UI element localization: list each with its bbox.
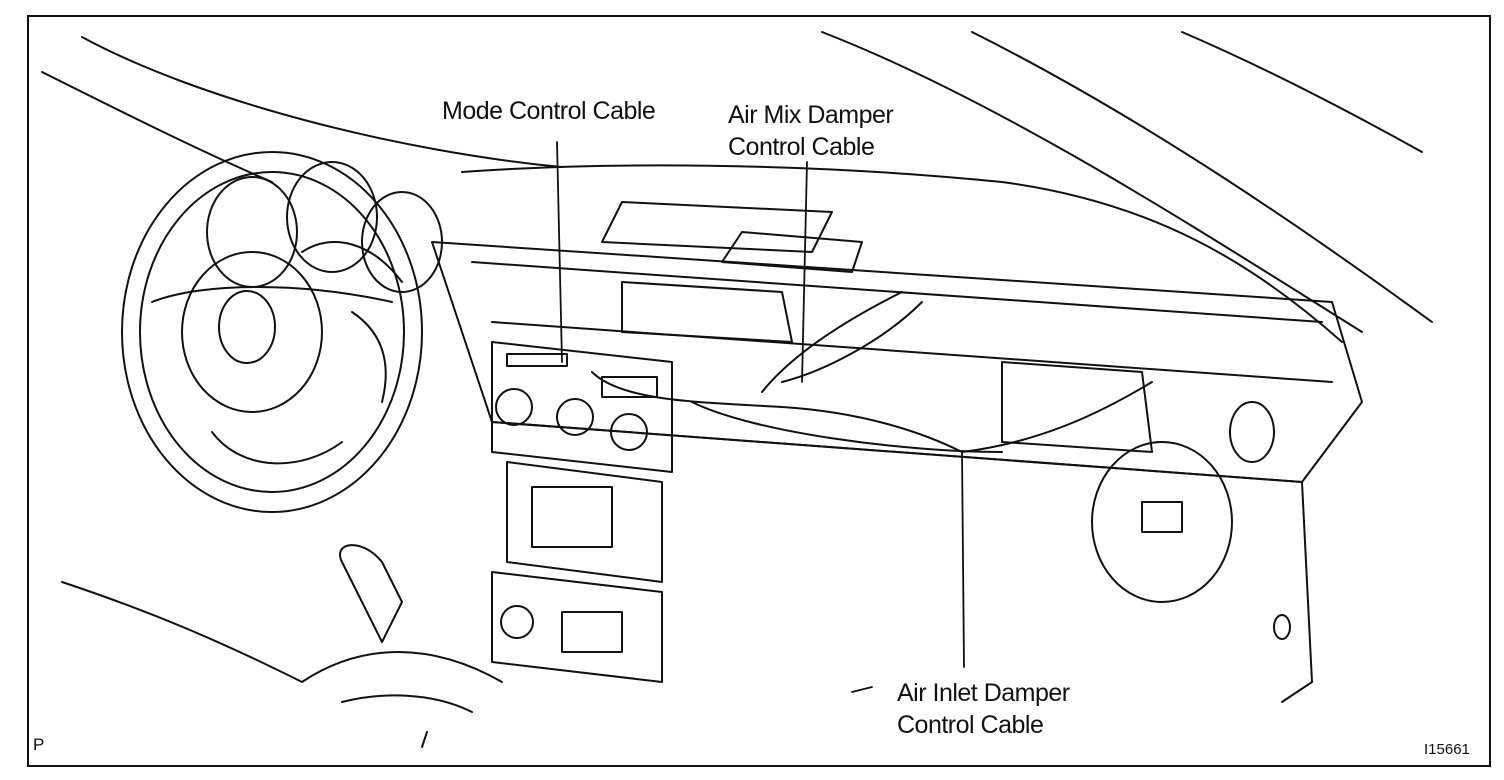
audio-unit bbox=[491, 461, 663, 683]
windshield-lines bbox=[41, 31, 1433, 343]
air-mix-damper-callout: Air Mix Damper Control Cable bbox=[728, 99, 894, 163]
air-mix-damper-line2: Control Cable bbox=[728, 133, 875, 161]
leader-lines bbox=[556, 141, 965, 693]
air-inlet-damper-line2: Control Cable bbox=[897, 711, 1044, 739]
air-inlet-damper-line1: Air Inlet Damper bbox=[897, 679, 1070, 707]
gauge-cluster bbox=[206, 161, 443, 293]
shift-lever bbox=[61, 544, 503, 748]
mode-control-cable-callout: Mode Control Cable bbox=[442, 97, 656, 125]
steering-wheel bbox=[121, 151, 423, 513]
dashboard-body bbox=[431, 201, 1363, 703]
dashboard-illustration bbox=[41, 31, 1433, 748]
air-inlet-damper-callout: Air Inlet Damper Control Cable bbox=[897, 677, 1070, 741]
climate-panel bbox=[491, 341, 673, 473]
control-cables bbox=[591, 291, 1153, 453]
diagram-frame: Mode Control Cable Air Mix Damper Contro… bbox=[27, 15, 1491, 767]
corner-letter: P bbox=[33, 735, 45, 754]
figure-id: I15661 bbox=[1424, 741, 1470, 758]
air-mix-damper-line1: Air Mix Damper bbox=[728, 101, 894, 129]
